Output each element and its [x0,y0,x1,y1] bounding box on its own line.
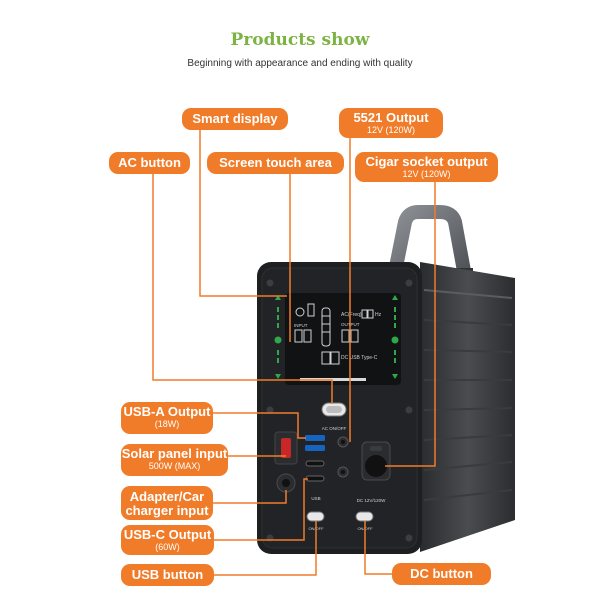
callout-solar-spec: 500W (MAX) [148,460,201,471]
solar-input-port [274,431,298,465]
callout-solar-input: Solar panel input 500W (MAX) [121,444,228,476]
leader-lines [152,130,436,576]
callout-ac-button: AC button [109,152,190,174]
callout-cigar-socket-title: Cigar socket output [365,154,488,169]
callout-solar-title: Solar panel input [121,446,228,461]
dc-button[interactable] [355,511,374,522]
ac-indicator-strip [300,378,366,381]
usb-label: USB [311,496,320,501]
ac-onoff-label: AC ON/OFF [322,426,347,431]
page-title: Products show [230,30,370,50]
callout-usb-c-title: USB-C Output [123,527,212,542]
callout-usb-a-spec: (18W) [154,418,180,429]
callout-usb-a-output: USB-A Output (18W) [121,402,213,434]
callout-usb-c-output: USB-C Output (60W) [121,525,214,555]
display-dc-usb: DC USB Type-C [341,355,378,361]
display-hz: Hz [375,312,382,318]
callout-usb-c-spec: (60W) [155,541,180,552]
dc-label: DC 12V/120W [357,498,387,503]
callout-usb-button: USB button [121,564,214,586]
callout-smart-display: Smart display [182,108,288,130]
side-panel [420,262,515,552]
display-input: INPUT [294,323,308,328]
callout-screen-touch-area: Screen touch area [207,152,344,174]
callout-5521-output: 5521 Output 12V (120W) [339,108,443,138]
dc-5521-ports [337,436,349,478]
callout-dc-button: DC button [392,563,491,585]
display-ac-freq: AC(Freq) [341,312,362,318]
smart-display: AC(Freq) Hz OUTPUT INPUT DC USB Type-C [274,293,401,385]
callout-cigar-socket-spec: 12V (120W) [402,168,451,179]
callout-usb-a-title: USB-A Output [123,404,211,419]
adapter-input-port [276,473,296,493]
ac-button[interactable] [321,402,347,417]
callout-adapter-line1: Adapter/Car [129,489,205,504]
callout-5521-output-title: 5521 Output [353,110,429,125]
callout-5521-output-spec: 12V (120W) [366,124,416,135]
callout-cigar-socket: Cigar socket output 12V (120W) [355,152,498,182]
usb-ports [305,435,325,482]
cigar-socket [361,441,391,481]
callout-adapter-line2: charger input [125,502,209,518]
page-subtitle: Beginning with appearance and ending wit… [187,58,413,69]
usb-button[interactable] [306,511,325,522]
callout-adapter-input: Adapter/Car charger input [121,486,213,520]
